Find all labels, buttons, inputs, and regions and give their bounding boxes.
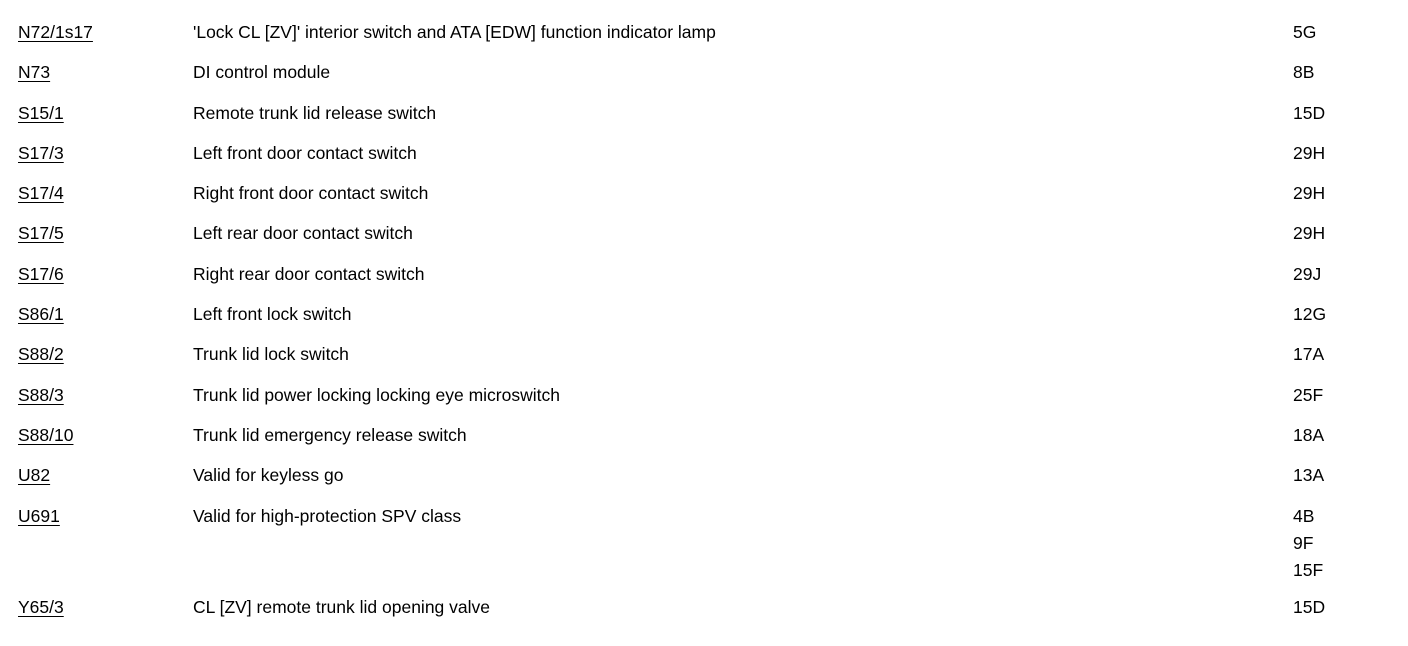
grid-reference: 17A [1293,344,1325,365]
grid-reference: 8B [1293,62,1315,83]
component-description: Trunk lid emergency release switch [193,424,467,445]
component-code-link[interactable]: Y65/3 [18,596,64,617]
component-description: Left front door contact switch [193,142,417,163]
table-row: S17/3 Left front door contact switch 29H [18,140,1408,180]
component-code-cell: S17/6 [18,261,193,288]
table-row: N73 DI control module 8B [18,59,1408,99]
table-row: Y65/3 CL [ZV] remote trunk lid opening v… [18,594,1408,634]
component-code-cell: N73 [18,59,193,86]
grid-reference: 25F [1293,384,1324,405]
grid-reference: 18A [1293,424,1325,445]
grid-reference-cell: 13A [1293,462,1408,489]
component-description: Trunk lid lock switch [193,344,349,365]
component-code-cell: S17/4 [18,180,193,207]
grid-reference: 13A [1293,465,1325,486]
grid-reference-cell: 18A [1293,422,1408,449]
grid-reference-cell: 29J [1293,261,1408,288]
component-code-link[interactable]: S17/6 [18,263,64,284]
table-row: S17/6 Right rear door contact switch 29J [18,261,1408,301]
grid-reference: 4B [1293,505,1315,526]
component-code-link[interactable]: S17/3 [18,142,64,163]
component-description: 'Lock CL [ZV]' interior switch and ATA [… [193,22,716,42]
table-row: S86/1 Left front lock switch 12G [18,301,1408,341]
component-description: Left front lock switch [193,304,352,325]
component-code-cell: S15/1 [18,100,193,127]
component-description: Remote trunk lid release switch [193,102,437,123]
table-row: S88/3 Trunk lid power locking locking ey… [18,382,1408,422]
component-description: Left rear door contact switch [193,223,413,244]
component-code-link[interactable]: S15/1 [18,102,64,123]
component-description: Right rear door contact switch [193,263,425,284]
component-code-cell: S88/10 [18,422,193,449]
component-code-link[interactable]: U691 [18,505,60,526]
grid-reference: 29H [1293,223,1326,244]
component-description: CL [ZV] remote trunk lid opening valve [193,596,490,617]
component-code-cell: Y65/3 [18,594,193,621]
grid-reference-cell: 15D [1293,594,1408,621]
component-description: Valid for keyless go [193,465,344,486]
grid-reference: 15D [1293,102,1326,123]
component-code-link[interactable]: S88/10 [18,424,74,445]
table-row: S88/2 Trunk lid lock switch 17A [18,341,1408,381]
component-code-link[interactable]: N73 [18,62,51,83]
grid-reference-cell: 4B 9F 15F [1293,503,1408,584]
table-row: U82 Valid for keyless go 13A [18,462,1408,502]
grid-reference-cell: 12G [1293,301,1408,328]
grid-reference: 9F [1293,532,1314,553]
table-row: S17/5 Left rear door contact switch 29H [18,220,1408,260]
grid-reference: 15F [1293,559,1324,580]
table-row: S17/4 Right front door contact switch 29… [18,180,1408,220]
grid-reference: 29H [1293,183,1326,204]
component-code-cell: U691 [18,503,193,530]
table-row: S88/10 Trunk lid emergency release switc… [18,422,1408,462]
grid-reference-cell: 29H [1293,140,1408,167]
grid-reference-cell: 29H [1293,220,1408,247]
component-code-cell: S88/2 [18,341,193,368]
table-row: N72/1s17 'Lock CL [ZV]' interior switch … [18,19,1408,59]
component-description: Right front door contact switch [193,183,429,204]
table-row: U691 Valid for high-protection SPV class… [18,503,1408,594]
grid-reference: 5G [1293,22,1317,42]
component-code-cell: S86/1 [18,301,193,328]
grid-reference-cell: 15D [1293,100,1408,127]
grid-reference-cell: 5G [1293,19,1408,46]
component-description: Valid for high-protection SPV class [193,505,462,526]
component-code-cell: S88/3 [18,382,193,409]
grid-reference-cell: 17A [1293,341,1408,368]
grid-reference-cell: 29H [1293,180,1408,207]
component-description: Trunk lid power locking locking eye micr… [193,384,560,405]
component-code-link[interactable]: S88/3 [18,384,64,405]
component-code-link[interactable]: U82 [18,465,51,486]
component-code-cell: S17/5 [18,220,193,247]
component-code-cell: N72/1s17 [18,19,193,46]
grid-reference: 29J [1293,263,1322,284]
table-row: S15/1 Remote trunk lid release switch 15… [18,100,1408,140]
grid-reference-cell: 25F [1293,382,1408,409]
component-code-link[interactable]: N72/1s17 [18,22,93,42]
component-code-link[interactable]: S86/1 [18,304,64,325]
component-code-link[interactable]: S17/5 [18,223,64,244]
component-code-link[interactable]: S17/4 [18,183,64,204]
component-description: DI control module [193,62,331,83]
grid-reference: 12G [1293,304,1327,325]
grid-reference: 29H [1293,142,1326,163]
component-code-cell: S17/3 [18,140,193,167]
component-code-link[interactable]: S88/2 [18,344,64,365]
component-code-cell: U82 [18,462,193,489]
grid-reference: 15D [1293,596,1326,617]
grid-reference-cell: 8B [1293,59,1408,86]
